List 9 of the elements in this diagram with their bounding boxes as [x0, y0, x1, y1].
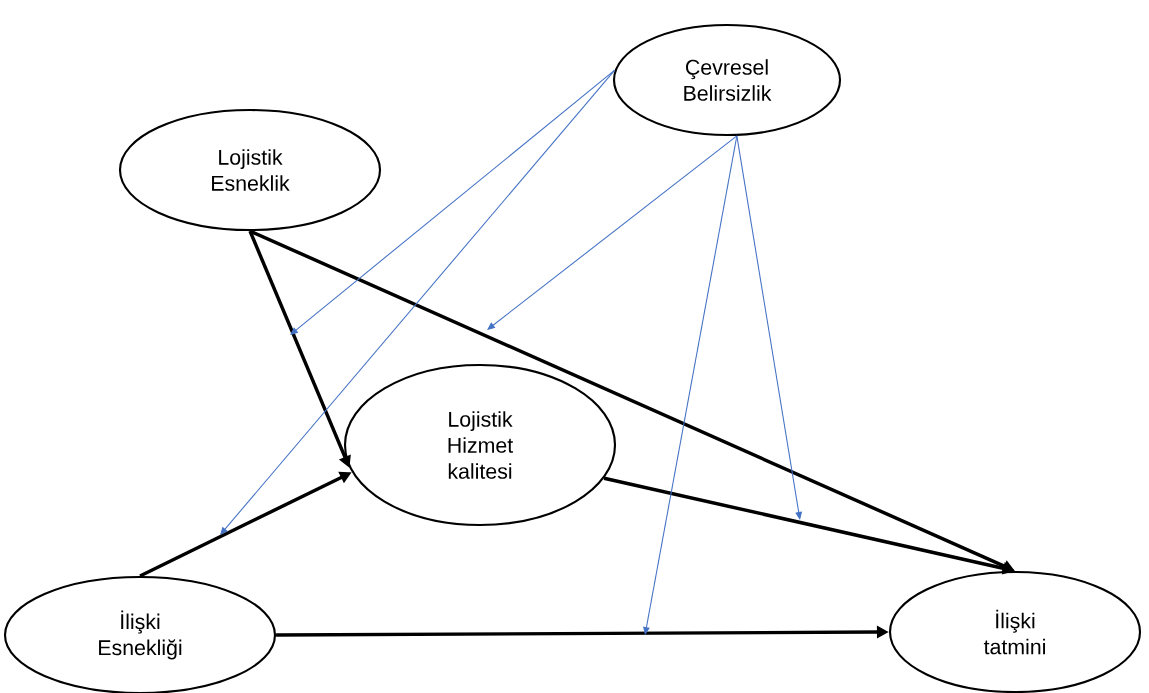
arrow — [736, 135, 803, 520]
arrow — [487, 135, 738, 330]
arrow — [643, 135, 738, 635]
arrow — [220, 69, 616, 535]
ellipse-node: İlişki tatmini — [888, 570, 1142, 693]
ellipse-node: Lojistik Esneklik — [118, 108, 382, 232]
ellipse-node: Çevresel Belirsizlik — [612, 23, 842, 137]
arrow — [290, 69, 616, 335]
ellipse-node: Lojistik Hizmet kalitesi — [343, 363, 617, 527]
